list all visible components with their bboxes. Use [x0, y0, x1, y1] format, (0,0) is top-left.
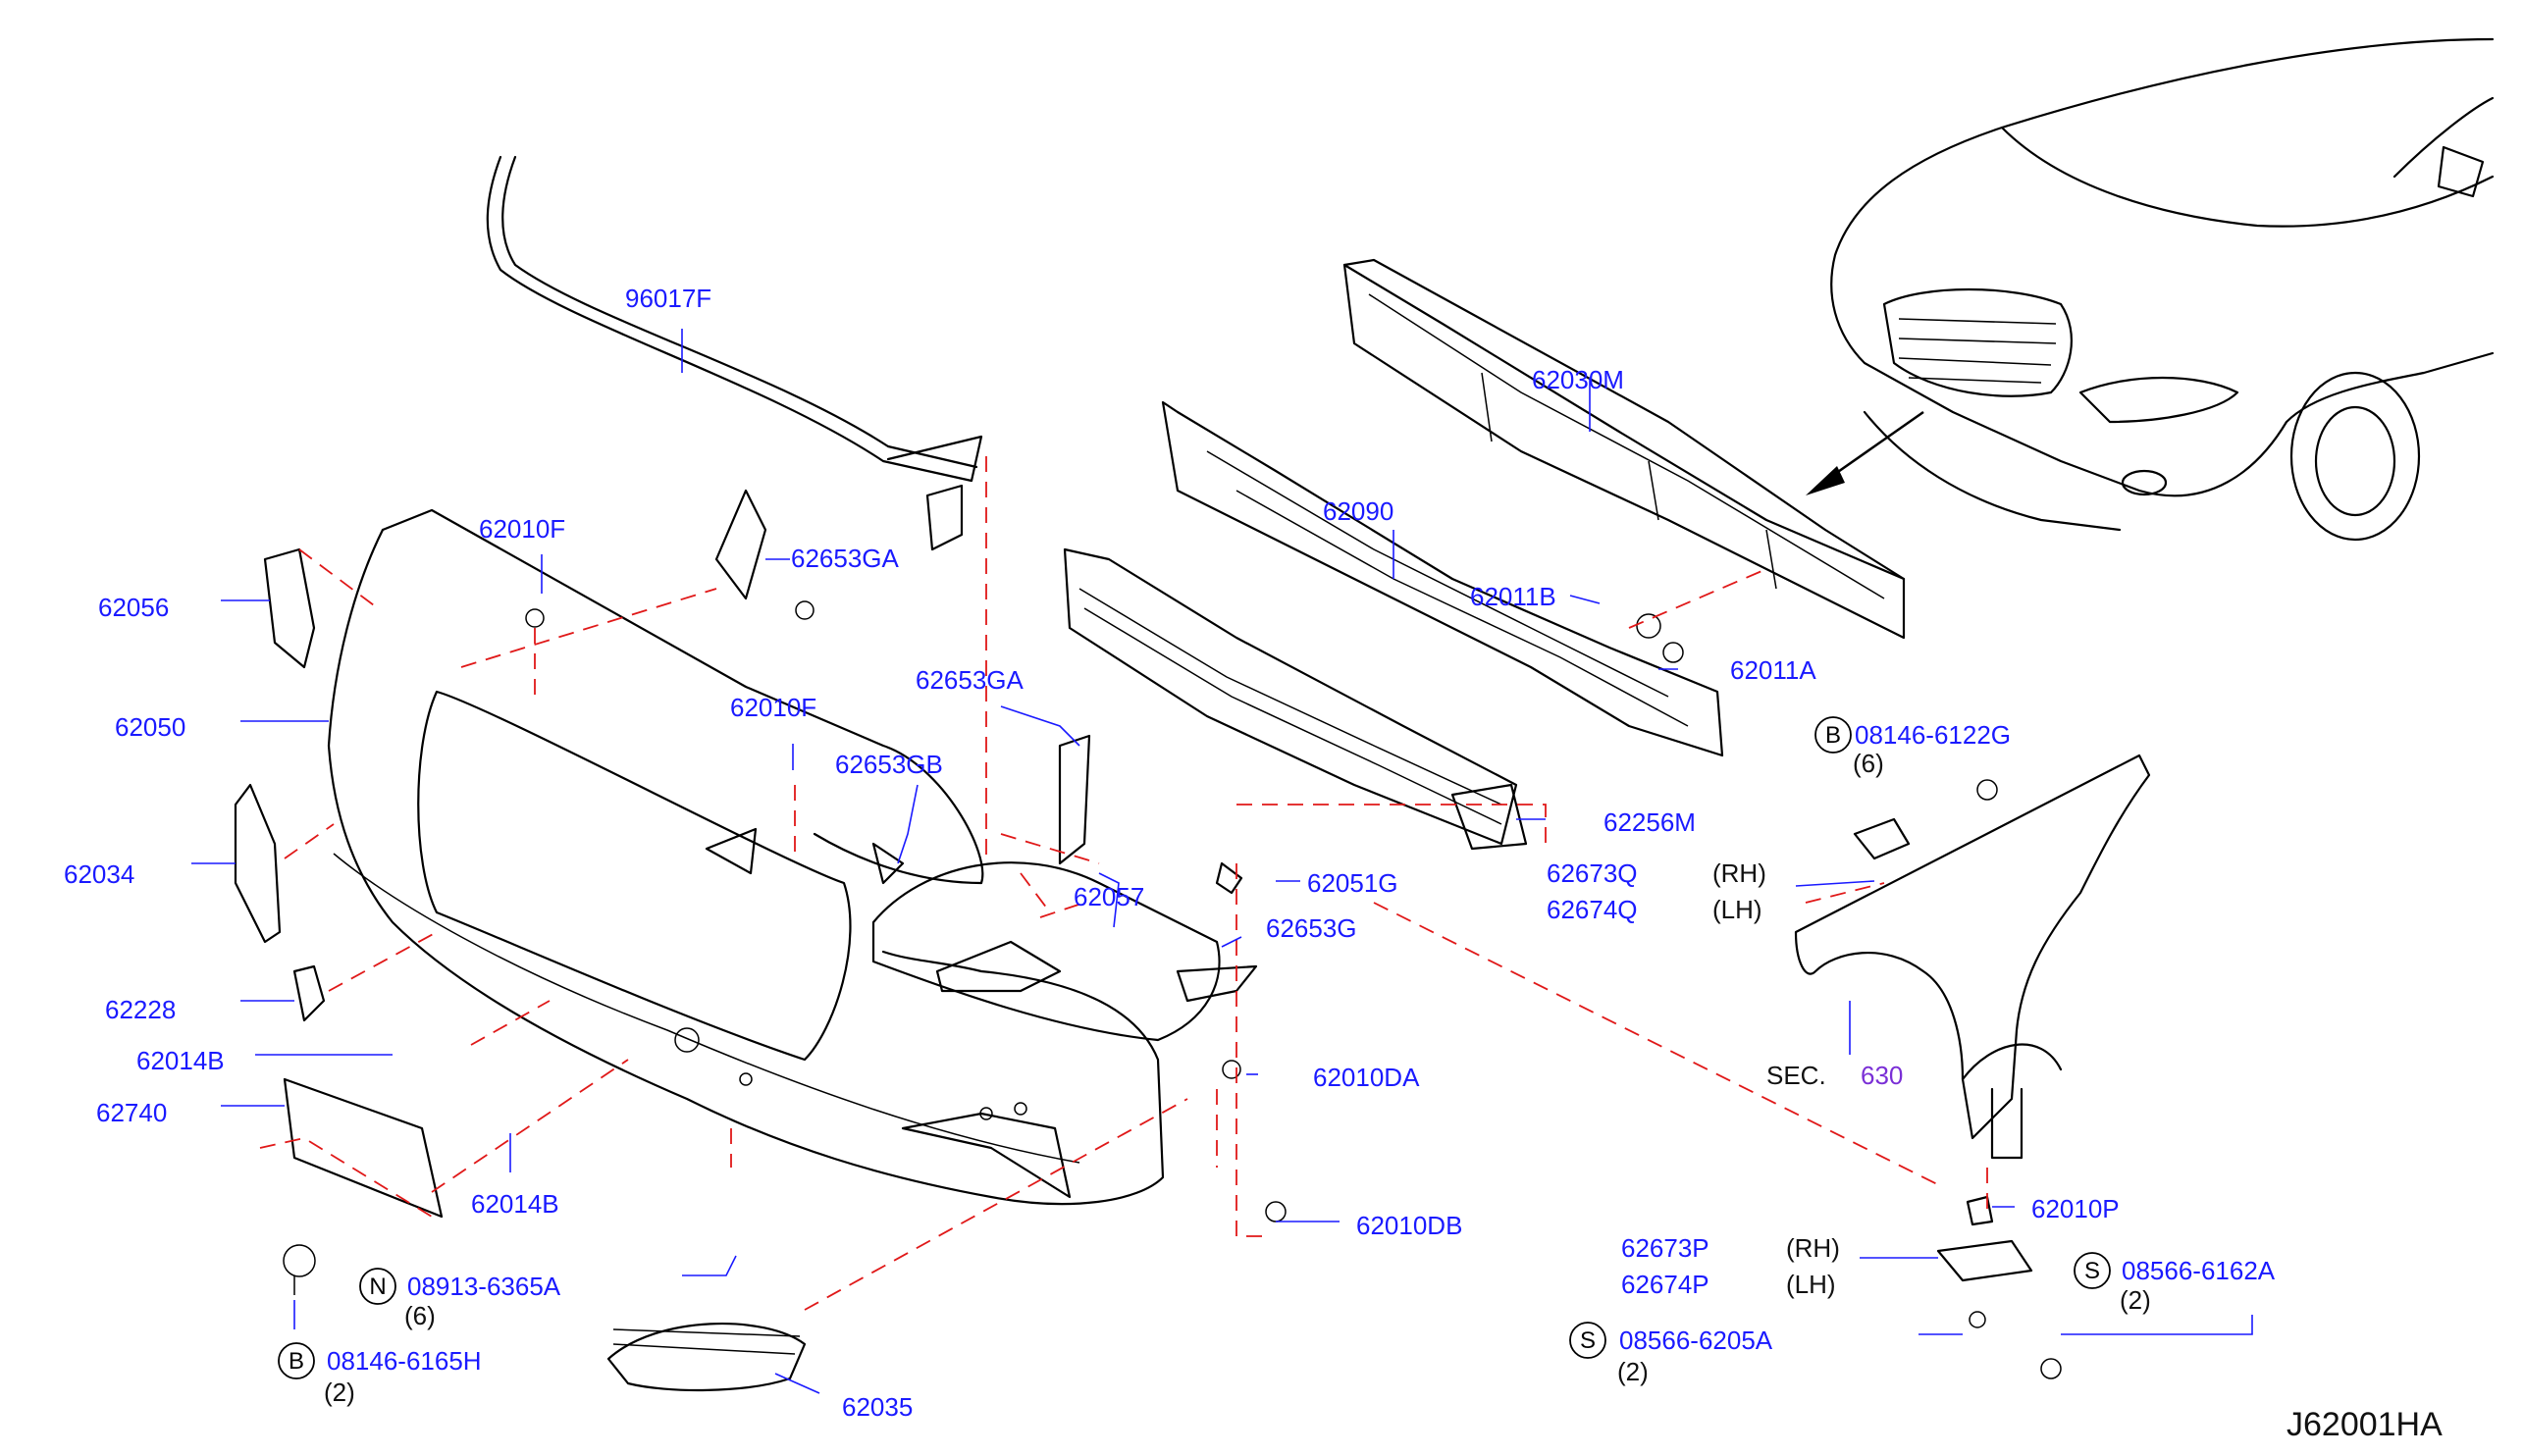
part-label-08566-6162A[interactable]: 08566-6162A	[2122, 1256, 2276, 1285]
quantity-08566-6205A: (2)	[1617, 1357, 1649, 1386]
alignment-dashed-lines	[259, 456, 1988, 1311]
part-label-62051G[interactable]: 62051G	[1307, 868, 1398, 898]
svg-text:B: B	[289, 1348, 304, 1375]
badge-08146-6165H: B	[278, 1342, 315, 1379]
part-label-62256M[interactable]: 62256M	[1603, 807, 1696, 837]
part-label-62010F-mid[interactable]: 62010F	[730, 693, 816, 722]
part-labels: 96017F 62030M 62090 62010F 62653GA 62056…	[64, 284, 2276, 1422]
part-label-08146-6122G[interactable]: 08146-6122G	[1855, 720, 2011, 750]
part-label-62653GA-mid[interactable]: 62653GA	[916, 665, 1025, 695]
bracket-shapes	[234, 484, 2062, 1392]
quantity-labels: (6) (6) (2) (2) (2)	[324, 749, 2151, 1407]
quantity-08146-6122G: (6)	[1853, 749, 1884, 778]
part-label-08913-6365A[interactable]: 08913-6365A	[407, 1272, 561, 1301]
badge-08566-6162A: S	[2074, 1252, 2111, 1289]
side-label-lh-q: (LH)	[1712, 895, 1762, 924]
section-prefix: SEC.	[1766, 1061, 1826, 1090]
part-label-62010DB[interactable]: 62010DB	[1356, 1211, 1462, 1240]
bumper-fascia-shape	[327, 508, 1221, 1206]
part-label-62011A[interactable]: 62011A	[1730, 655, 1816, 685]
part-label-08566-6205A[interactable]: 08566-6205A	[1619, 1326, 1773, 1355]
svg-text:S: S	[1580, 1327, 1596, 1354]
part-label-62010F-top[interactable]: 62010F	[479, 514, 565, 544]
part-label-62030M[interactable]: 62030M	[1532, 365, 1624, 394]
side-label-rh-q: (RH)	[1712, 858, 1766, 888]
fender-shape	[1794, 754, 2151, 1160]
part-label-62673Q[interactable]: 62673Q	[1547, 858, 1638, 888]
part-label-62653GB[interactable]: 62653GB	[835, 750, 943, 779]
part-label-96017F[interactable]: 96017F	[625, 284, 711, 313]
side-label-rh-p: (RH)	[1786, 1233, 1840, 1263]
section-number-link[interactable]: 630	[1861, 1061, 1903, 1090]
section-reference: SEC. 630	[1766, 1061, 1903, 1090]
part-label-62674Q[interactable]: 62674Q	[1547, 895, 1638, 924]
part-label-62090[interactable]: 62090	[1323, 496, 1393, 526]
vehicle-reference-illustration	[1806, 37, 2495, 542]
svg-text:S: S	[2084, 1258, 2100, 1284]
fastener-badges: B N S B S	[278, 716, 2111, 1379]
side-label-lh-p: (LH)	[1786, 1270, 1836, 1299]
part-label-62014B-upper[interactable]: 62014B	[136, 1046, 225, 1075]
svg-text:B: B	[1825, 722, 1841, 749]
part-label-62056[interactable]: 62056	[98, 593, 169, 622]
badge-08146-6122G: B	[1814, 716, 1852, 754]
molding-strip-shape	[486, 155, 983, 483]
part-label-62228[interactable]: 62228	[105, 995, 176, 1024]
part-label-62057[interactable]: 62057	[1074, 882, 1144, 911]
quantity-08566-6162A: (2)	[2120, 1285, 2151, 1315]
part-label-62010DA[interactable]: 62010DA	[1313, 1063, 1420, 1092]
energy-absorber-shape	[1161, 400, 1724, 757]
quantity-08913-6365A: (6)	[404, 1301, 436, 1330]
part-label-08146-6165H[interactable]: 08146-6165H	[327, 1346, 482, 1376]
lower-grille-shape	[1063, 547, 1528, 851]
part-label-62011B[interactable]: 62011B	[1470, 582, 1556, 611]
diagram-id: J62001HA	[2286, 1406, 2443, 1443]
leader-lines	[191, 329, 2253, 1394]
part-label-62014B-lower[interactable]: 62014B	[471, 1189, 559, 1219]
badge-08566-6205A: S	[1569, 1322, 1606, 1359]
part-label-62653GA-top[interactable]: 62653GA	[791, 544, 900, 573]
part-label-62673P[interactable]: 62673P	[1621, 1233, 1709, 1263]
part-label-62740[interactable]: 62740	[96, 1098, 167, 1127]
part-label-62674P[interactable]: 62674P	[1621, 1270, 1709, 1299]
part-label-62010P[interactable]: 62010P	[2031, 1194, 2120, 1223]
badge-08913-6365A: N	[359, 1268, 396, 1305]
part-label-62034[interactable]: 62034	[64, 859, 134, 889]
side-labels: (RH) (LH) (RH) (LH)	[1712, 858, 1840, 1299]
part-label-62035[interactable]: 62035	[842, 1392, 913, 1422]
svg-text:N: N	[369, 1274, 386, 1300]
part-label-62653G[interactable]: 62653G	[1266, 913, 1357, 943]
quantity-08146-6165H: (2)	[324, 1378, 355, 1407]
reinforcement-beam-shape	[1342, 258, 1906, 640]
part-label-62050[interactable]: 62050	[115, 712, 185, 742]
